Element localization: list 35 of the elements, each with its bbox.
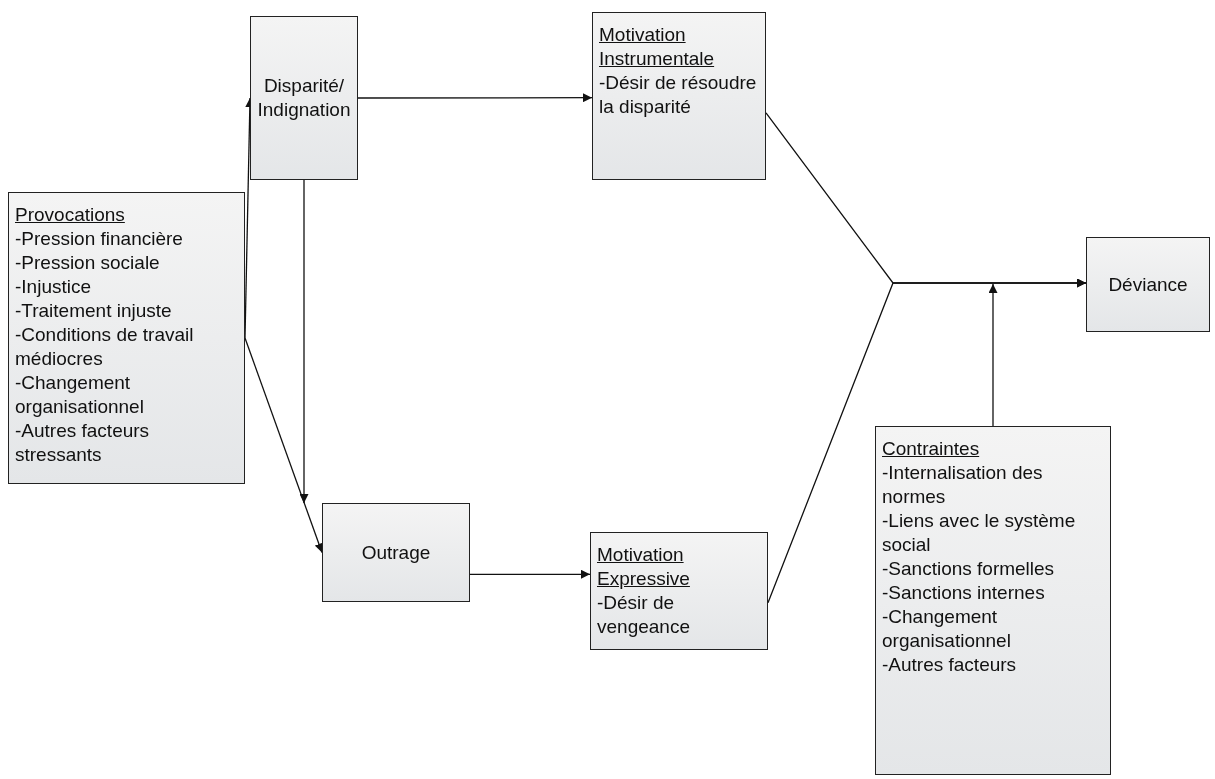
box-heading: Provocations <box>15 203 126 227</box>
list-item: -Autres facteurs stressants <box>15 419 151 467</box>
list-item: -Traitement injuste <box>15 299 173 323</box>
box-heading: Contraintes <box>882 437 981 461</box>
process-box <box>590 532 768 650</box>
box-heading: Motivation Expressive <box>597 543 691 591</box>
arrow <box>988 283 998 427</box>
list-item: -Désir de résoudre la disparité <box>599 71 758 119</box>
arrow <box>357 93 593 103</box>
list-item: -Liens avec le système social <box>882 509 1077 557</box>
arrow <box>244 337 324 554</box>
arrow <box>767 278 1087 604</box>
box-text: Déviance <box>1108 272 1188 297</box>
arrow <box>469 569 591 579</box>
list-item: -Internalisation des normes <box>882 461 1044 509</box>
box-text: Outrage <box>361 540 431 565</box>
process-box <box>875 426 1111 775</box>
box-heading: Motivation Instrumentale <box>599 23 716 71</box>
list-item: -Changement organisationnel <box>882 605 1012 653</box>
box-text: Disparité/ Indignation <box>256 74 352 122</box>
list-item: -Pression financière <box>15 227 184 251</box>
process-box <box>1086 237 1210 332</box>
list-item: -Autres facteurs <box>882 653 1018 677</box>
list-item: -Pression sociale <box>15 251 161 275</box>
process-box <box>250 16 358 180</box>
process-box <box>8 192 245 484</box>
process-box <box>322 503 470 602</box>
list-item: -Injustice <box>15 275 93 299</box>
process-box <box>592 12 766 180</box>
list-item: -Sanctions internes <box>882 581 1046 605</box>
list-item: -Sanctions formelles <box>882 557 1056 581</box>
list-item: -Conditions de travail médiocres <box>15 323 195 371</box>
arrow <box>299 179 309 504</box>
list-item: -Changement organisationnel <box>15 371 145 419</box>
list-item: -Désir de vengeance <box>597 591 691 639</box>
